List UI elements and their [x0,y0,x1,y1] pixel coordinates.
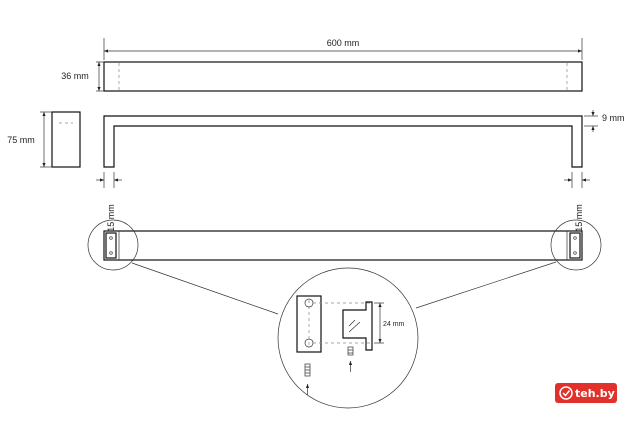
front-view-handle [103,115,583,168]
side-profile [51,111,81,168]
left-leader-line [131,262,279,315]
right-leader-line [415,261,557,309]
length-dimension: 600 mm [103,38,583,60]
left-mount-plate [105,232,117,259]
bottom-view-bar [103,230,583,261]
thickness-dimension: 9 mm [584,110,625,132]
right-leg-label: 15 mm [574,204,584,232]
mount-spacing-label: 24 mm [383,321,405,328]
mount-detail: 24 mm [277,267,419,409]
depth-label: 75 mm [7,135,35,145]
left-detail-circle [87,219,139,271]
right-detail-circle [550,219,602,271]
length-label: 600 mm [327,38,360,48]
watermark-badge: teh.by [555,383,617,403]
top-view-bar [103,61,583,92]
bar-height-dimension: 36 mm [61,61,104,92]
watermark-text: teh.by [575,387,615,400]
depth-dimension: 75 mm [7,111,52,168]
left-leg-label: 15 mm [106,204,116,232]
right-leg-dimension: 15 mm [564,172,590,232]
right-mount-plate [569,232,581,259]
left-leg-dimension: 15 mm [96,172,122,232]
thickness-label: 9 mm [602,113,625,123]
bar-height-label: 36 mm [61,71,89,81]
